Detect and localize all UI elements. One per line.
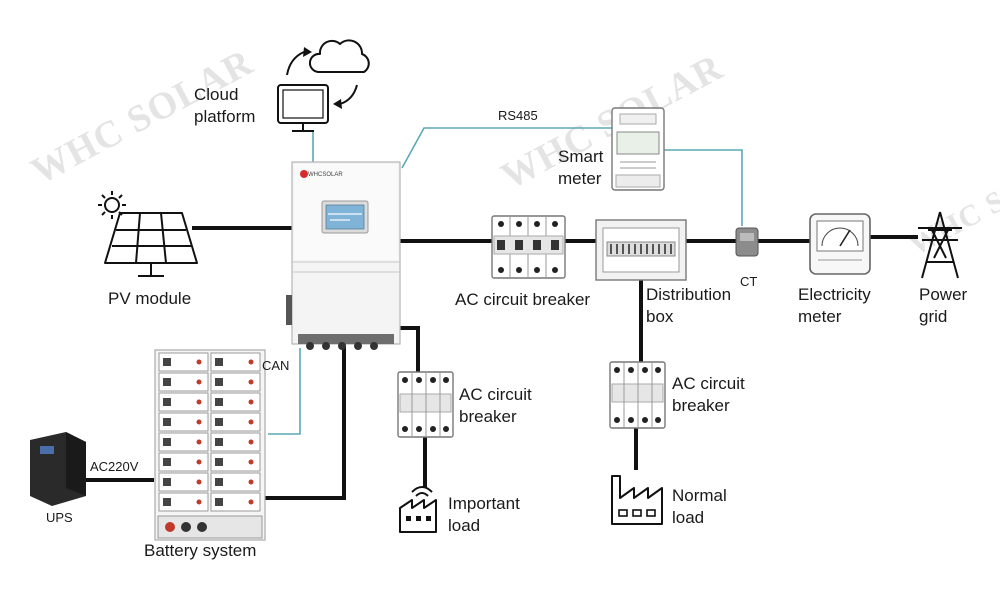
wifi-icon (411, 486, 433, 497)
battery-module-port (215, 398, 223, 406)
meter-ct-comm-line (664, 149, 743, 226)
ups-label: UPS (46, 510, 73, 525)
battery-module-led (248, 379, 254, 385)
battery-module (210, 452, 261, 472)
battery-module-port (215, 378, 223, 386)
battery-module (158, 392, 209, 412)
battery-module (210, 432, 261, 452)
distribution-box-device (595, 219, 687, 281)
battery-system-label: Battery system (144, 541, 257, 560)
battery-module-led (248, 359, 254, 365)
battery-module (158, 352, 209, 372)
cloud-icon (309, 39, 370, 73)
battery-module-port (163, 478, 171, 486)
battery-module (210, 412, 261, 432)
ac220v-label: AC220V (90, 459, 139, 474)
can-comm-line (268, 348, 301, 435)
battery-module (210, 492, 261, 512)
ac-circuit-breaker-label: AC circuit breaker (455, 290, 591, 309)
rs485-comm-line (401, 127, 612, 169)
battery-module-port (163, 358, 171, 366)
inverter-to-battery-line (262, 344, 346, 500)
battery-module-led (248, 499, 254, 505)
battery-module (158, 372, 209, 392)
hybrid-inverter (286, 161, 401, 350)
battery-module (158, 492, 209, 512)
normal-breaker-device (609, 361, 666, 429)
battery-module-led (248, 399, 254, 405)
battery-module-port (163, 458, 171, 466)
battery-module (158, 452, 209, 472)
ct-clamp (735, 227, 759, 257)
battery-module-port (163, 418, 171, 426)
pv-module-label: PV module (108, 289, 192, 308)
electricity-meter-device (809, 213, 871, 275)
battery-module-led (248, 459, 254, 465)
battery-module-led (248, 439, 254, 445)
battery-rack (154, 349, 266, 541)
important-breaker-device (397, 371, 454, 438)
battery-module-port (215, 358, 223, 366)
battery-module-led (196, 479, 202, 485)
factory-icon (611, 475, 663, 525)
battery-module (210, 472, 261, 492)
battery-module (158, 472, 209, 492)
can-label: CAN (262, 358, 290, 373)
battery-module-port (215, 478, 223, 486)
battery-module-led (196, 499, 202, 505)
transmission-tower-icon (918, 211, 962, 279)
battery-module (210, 372, 261, 392)
battery-module-led (196, 379, 202, 385)
battery-module-led (248, 419, 254, 425)
rs485-label: RS485 (498, 108, 538, 123)
battery-module-led (196, 439, 202, 445)
monitor-icon (277, 84, 329, 132)
battery-module (158, 432, 209, 452)
important-load-icon (399, 499, 437, 533)
ct-label: CT (740, 274, 758, 289)
battery-module-port (215, 458, 223, 466)
sun-icon (98, 191, 126, 219)
battery-module-port (215, 438, 223, 446)
main-breaker-device (491, 215, 566, 279)
battery-module-led (196, 419, 202, 425)
ups-device (30, 432, 86, 506)
battery-module-port (163, 498, 171, 506)
battery-module-led (196, 459, 202, 465)
inverter-to-important-breaker-line (400, 326, 420, 372)
battery-module-port (163, 398, 171, 406)
battery-module (210, 392, 261, 412)
battery-module-port (163, 378, 171, 386)
inverter-brand: WHCSOLAR (308, 172, 343, 178)
battery-module-led (196, 399, 202, 405)
battery-module (158, 412, 209, 432)
pv-panel (104, 212, 198, 277)
battery-module-port (215, 498, 223, 506)
battery-module-port (163, 438, 171, 446)
refresh-arrows-icon (286, 47, 358, 109)
smart-meter-device (611, 107, 665, 191)
battery-module-led (248, 479, 254, 485)
battery-module-port (215, 418, 223, 426)
battery-module-led (196, 359, 202, 365)
battery-module (210, 352, 261, 372)
